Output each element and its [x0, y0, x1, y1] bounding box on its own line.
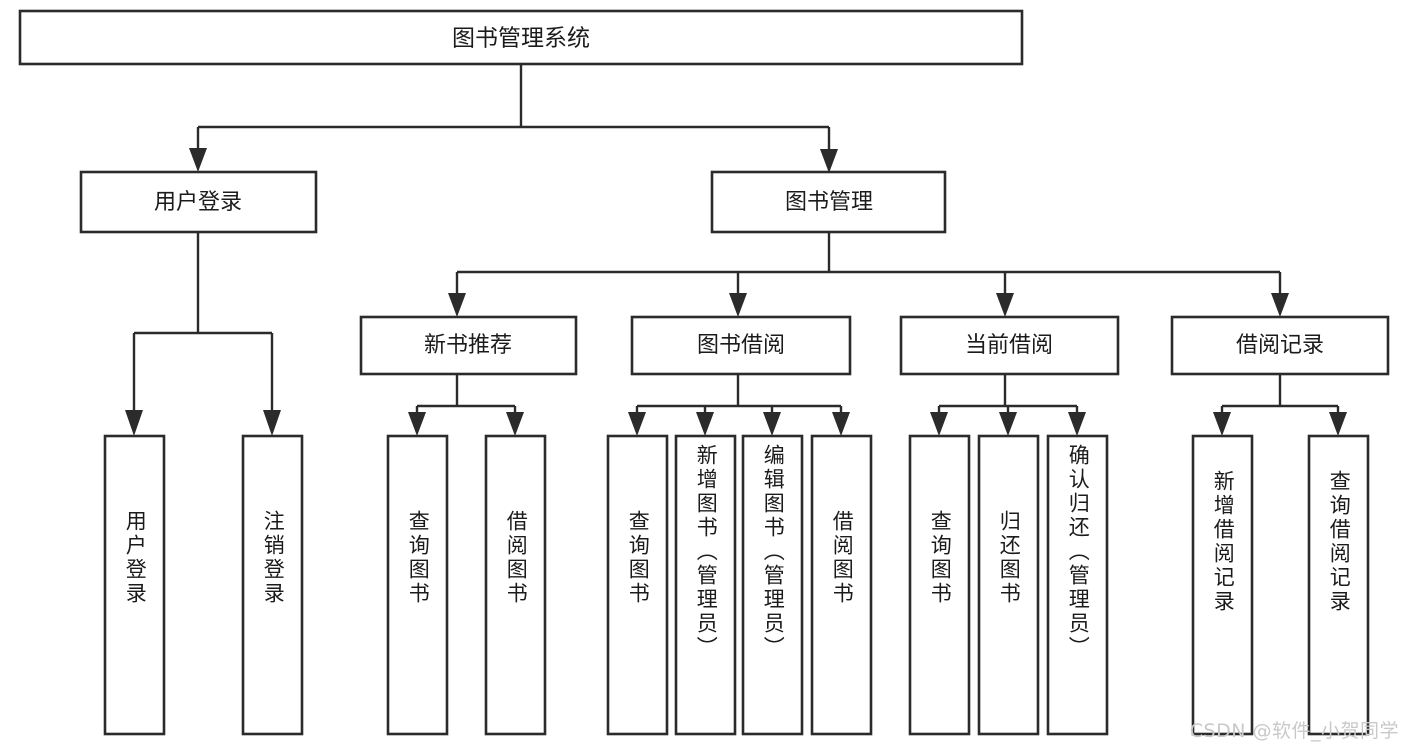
- watermark-csdn: CSDN @软件_小贺同学: [1189, 720, 1399, 742]
- arrow-to-book-borrow: [729, 293, 747, 317]
- connectors: [125, 64, 1347, 436]
- leaf-query-record-box[interactable]: [1307, 434, 1370, 736]
- node-book-manage-label: 图书管理: [785, 190, 873, 215]
- node-borrow-record-label: 借阅记录: [1236, 333, 1324, 358]
- arrow-to-leaf-confirm-return: [1068, 412, 1086, 436]
- leaf-edit-book-box[interactable]: [741, 434, 804, 736]
- node-current-borrow-box[interactable]: [899, 315, 1120, 376]
- node-root[interactable]: 图书管理系统: [18, 9, 1024, 66]
- node-new-book-recommend-label: 新书推荐: [424, 333, 512, 358]
- node-book-borrow-box[interactable]: [630, 315, 852, 376]
- arrow-to-leaf-user-logout: [263, 410, 281, 436]
- leaf-borrow-book-2-box[interactable]: [810, 434, 873, 736]
- node-user-login-label: 用户登录: [154, 190, 242, 215]
- leaf-borrow-book-1-box[interactable]: [484, 434, 547, 736]
- node-user-login[interactable]: 用户登录: [79, 170, 318, 234]
- arrow-to-leaf-query-record: [1329, 412, 1347, 436]
- arrow-root-to-bookmanage: [820, 149, 838, 173]
- node-current-borrow-label: 当前借阅: [965, 333, 1053, 358]
- leaf-add-record-box[interactable]: [1191, 434, 1254, 736]
- leaf-confirm-return-box[interactable]: [1046, 434, 1109, 736]
- leaf-user-logout-box[interactable]: [241, 434, 304, 736]
- arrow-to-leaf-return-book: [999, 412, 1017, 436]
- arrow-to-borrow-record: [1271, 293, 1289, 317]
- leaf-query-book-3-box[interactable]: [908, 434, 971, 736]
- arrow-to-leaf-query-book-3: [930, 412, 948, 436]
- arrow-root-to-userlogin: [189, 148, 207, 172]
- node-borrow-record-box[interactable]: [1170, 315, 1390, 376]
- node-borrow-record[interactable]: 借阅记录: [1170, 315, 1390, 376]
- node-book-manage[interactable]: 图书管理: [710, 170, 947, 234]
- node-new-book-recommend[interactable]: 新书推荐: [359, 315, 578, 376]
- leaf-boxes: [103, 434, 1370, 736]
- node-book-manage-box[interactable]: [710, 170, 947, 234]
- node-root-label: 图书管理系统: [452, 26, 590, 52]
- arrow-to-leaf-add-book: [696, 412, 714, 436]
- node-book-borrow-label: 图书借阅: [697, 333, 785, 358]
- arrow-to-leaf-add-record: [1213, 412, 1231, 436]
- arrow-to-leaf-borrow-book-2: [832, 412, 850, 436]
- node-current-borrow[interactable]: 当前借阅: [899, 315, 1120, 376]
- leaf-user-login-box[interactable]: [103, 434, 166, 736]
- leaf-return-book-box[interactable]: [977, 434, 1040, 736]
- arrow-to-leaf-query-book-1: [408, 412, 426, 436]
- arrow-to-new-book-recommend: [448, 293, 466, 317]
- node-new-book-recommend-box[interactable]: [359, 315, 578, 376]
- leaf-add-book-box[interactable]: [674, 434, 737, 736]
- leaf-query-book-2-box[interactable]: [606, 434, 669, 736]
- arrow-to-current-borrow: [996, 293, 1014, 317]
- leaf-query-book-1-box[interactable]: [386, 434, 449, 736]
- node-user-login-box[interactable]: [79, 170, 318, 234]
- arrow-to-leaf-user-login: [125, 410, 143, 436]
- arrow-to-leaf-borrow-book-1: [506, 412, 524, 436]
- arrow-to-leaf-edit-book: [763, 412, 781, 436]
- arrow-to-leaf-query-book-2: [628, 412, 646, 436]
- node-book-borrow[interactable]: 图书借阅: [630, 315, 852, 376]
- node-root-box[interactable]: [18, 9, 1024, 66]
